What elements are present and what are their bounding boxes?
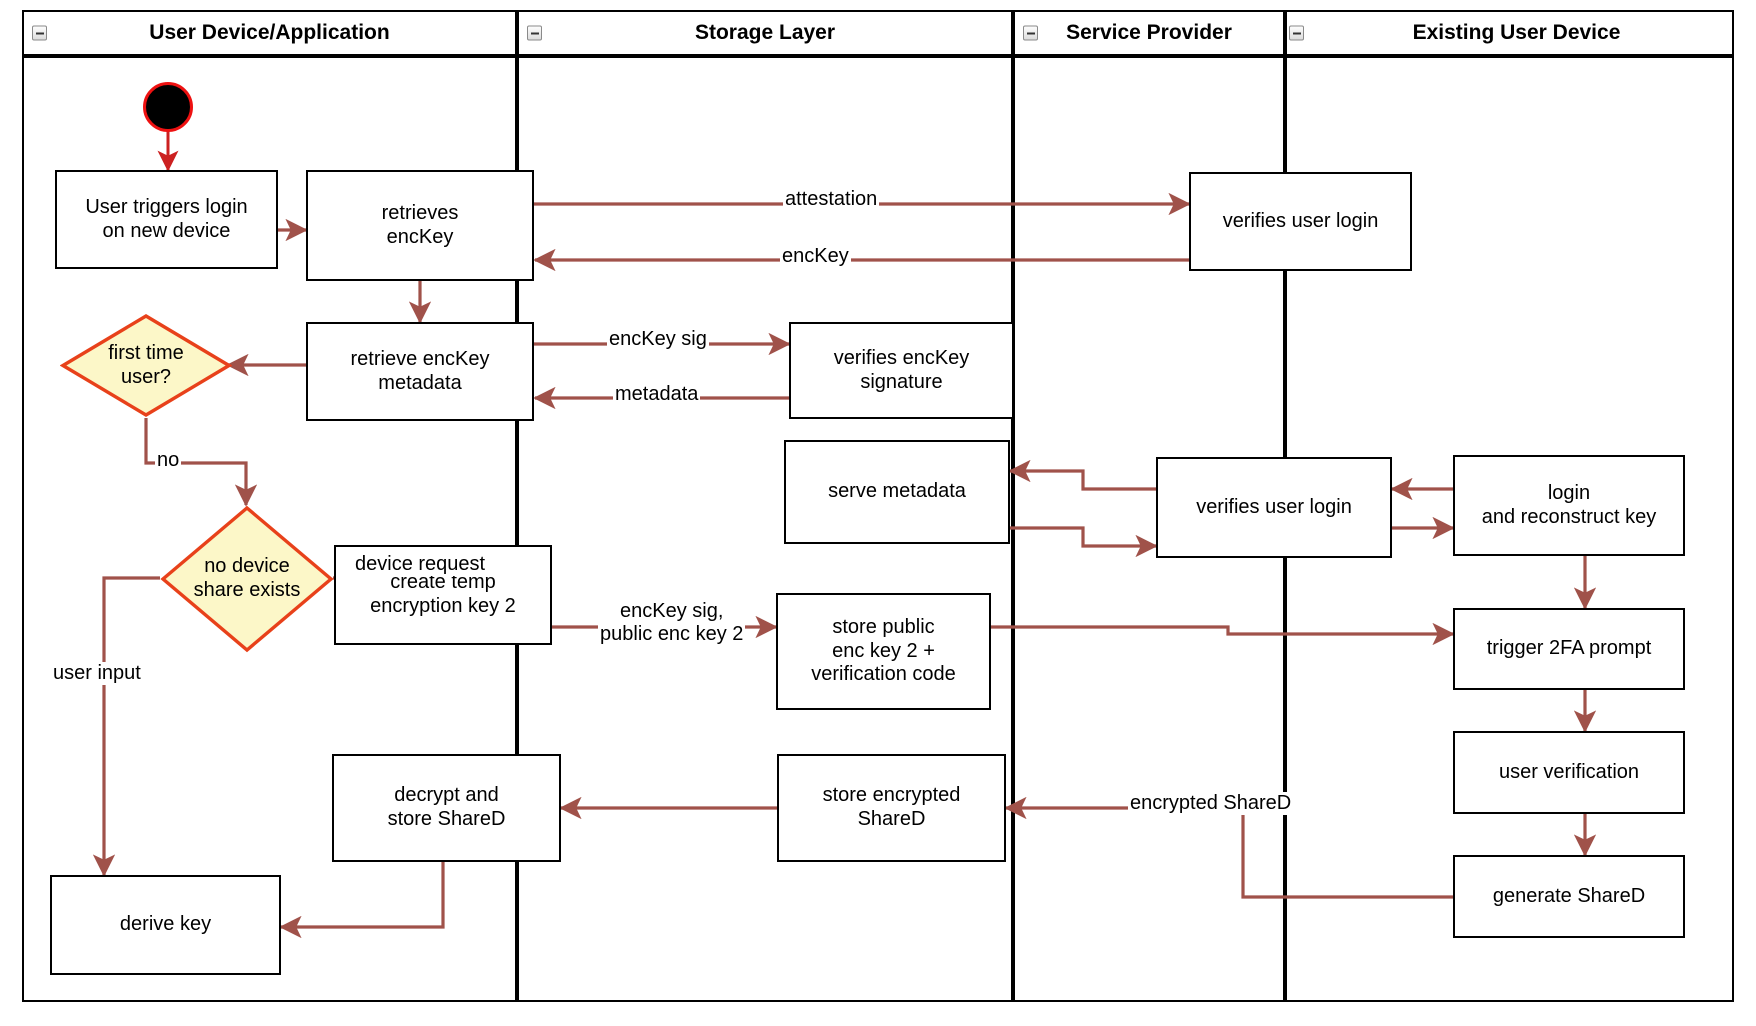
lane-title-service: Service Provider <box>1066 21 1232 44</box>
start-node <box>143 82 193 132</box>
edge-label-enckey: encKey <box>780 245 851 268</box>
node-decrypt-store-shared[interactable]: decrypt and store ShareD <box>332 754 561 862</box>
decision-first-time-user[interactable]: first time user? <box>60 313 232 418</box>
collapse-minus-icon[interactable] <box>527 25 542 41</box>
collapse-minus-icon[interactable] <box>32 25 47 41</box>
lane-title-storage: Storage Layer <box>694 21 836 44</box>
edge-label-user-input: user input <box>51 662 143 685</box>
lane-header-existing[interactable]: Existing User Device <box>1285 10 1734 56</box>
node-verifies-enckey-signature[interactable]: verifies encKey signature <box>789 322 1014 419</box>
node-generate-shared[interactable]: generate ShareD <box>1453 855 1685 938</box>
lane-header-user-device[interactable]: User Device/Application <box>22 10 517 56</box>
edge-label-enckey-sig: encKey sig <box>607 328 709 351</box>
node-verifies-user-login-2[interactable]: verifies user login <box>1156 457 1392 558</box>
node-trigger-2fa-prompt[interactable]: trigger 2FA prompt <box>1453 608 1685 690</box>
node-user-verification[interactable]: user verification <box>1453 731 1685 814</box>
edge-label-enckey-sig-public-key2: encKey sig, public enc key 2 <box>598 600 746 646</box>
decision-label-first-time-user: first time user? <box>108 341 184 388</box>
collapse-minus-icon[interactable] <box>1023 25 1038 41</box>
decision-label-no-device-share: no device share exists <box>193 555 301 601</box>
node-login-and-reconstruct-key[interactable]: login and reconstruct key <box>1453 455 1685 556</box>
node-retrieve-enckey-metadata[interactable]: retrieve encKey metadata <box>306 322 534 421</box>
lane-title-existing: Existing User Device <box>1412 21 1621 44</box>
node-verifies-user-login-1[interactable]: verifies user login <box>1189 172 1412 271</box>
lane-title-user-device: User Device/Application <box>149 21 390 44</box>
node-store-encrypted-shared[interactable]: store encrypted ShareD <box>777 754 1006 862</box>
lane-header-storage[interactable]: Storage Layer <box>517 10 1013 56</box>
node-derive-key[interactable]: derive key <box>50 875 281 975</box>
edge-label-metadata: metadata <box>613 383 701 406</box>
node-serve-metadata[interactable]: serve metadata <box>784 440 1010 544</box>
decision-no-device-share[interactable]: no device share exists <box>160 505 334 653</box>
node-store-public-enc-key[interactable]: store public enc key 2 + verification co… <box>776 593 991 710</box>
collapse-minus-icon[interactable] <box>1289 25 1304 41</box>
diamond-shape-first-time-user <box>60 314 232 417</box>
node-trigger-login[interactable]: User triggers login on new device <box>55 170 278 269</box>
lane-body-user-device <box>22 56 517 1002</box>
edge-label-attestation: attestation <box>783 188 880 211</box>
edge-label-encrypted-shared: encrypted ShareD <box>1128 792 1294 815</box>
edge-label-no: no <box>155 449 182 472</box>
diamond-shape-no-device-share <box>160 505 334 653</box>
lane-header-service[interactable]: Service Provider <box>1013 10 1285 56</box>
node-retrieves-enckey[interactable]: retrieves encKey <box>306 170 534 281</box>
edge-label-device-request: device request <box>353 553 488 576</box>
